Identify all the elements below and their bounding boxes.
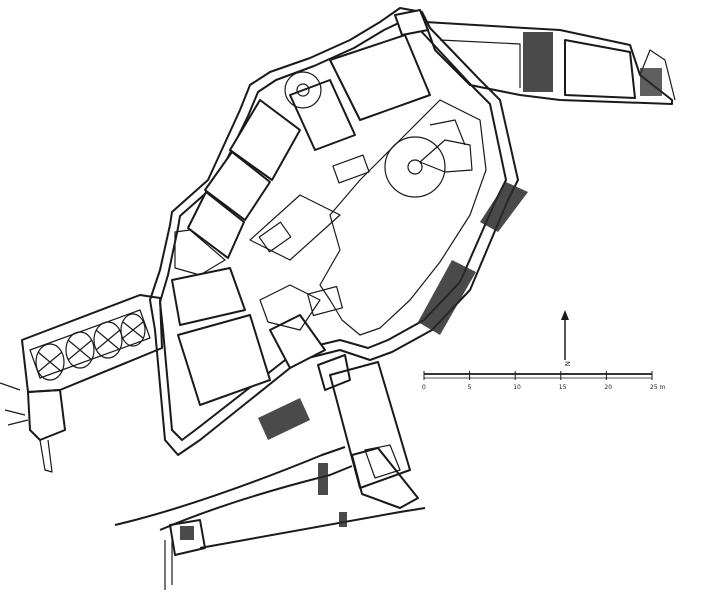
scale-bar: 0 5 10 15 20 25 m: [422, 371, 666, 391]
north-label: N: [563, 361, 571, 366]
round-stair-tower: [384, 119, 473, 198]
south-outer-bailey: [114, 446, 426, 590]
scale-tick-label: 15: [559, 384, 567, 391]
stair-hatch-east: [523, 32, 553, 92]
north-range-rooms: [289, 9, 431, 151]
east-stair-hatches: [258, 182, 528, 440]
stair-hatch-south: [258, 398, 310, 440]
south-gatehouse: [317, 354, 419, 509]
west-arcade-wing: [0, 294, 163, 473]
arcade-vaults: [35, 313, 146, 381]
scale-tick-label: 20: [604, 384, 612, 391]
scale-ticks: 0 5 10 15 20 25 m: [422, 371, 666, 391]
scale-tick-label: 25 m: [650, 384, 666, 391]
northwest-rooms: [174, 99, 341, 276]
stair-hatch-east-lower: [418, 260, 476, 335]
east-wing: [424, 21, 676, 105]
west-range-rooms: [171, 267, 326, 406]
stair-hatch-southwest: [318, 463, 328, 495]
stair-hatch-northeast: [480, 182, 528, 232]
spiral-stair-northwest: [284, 71, 322, 109]
north-arrow: N: [561, 310, 571, 366]
courtyard-features: [258, 154, 370, 317]
scale-tick-label: 0: [422, 384, 426, 391]
north-arrow-icon: [561, 310, 569, 320]
scale-tick-label: 10: [513, 384, 521, 391]
scale-tick-label: 5: [468, 384, 472, 391]
